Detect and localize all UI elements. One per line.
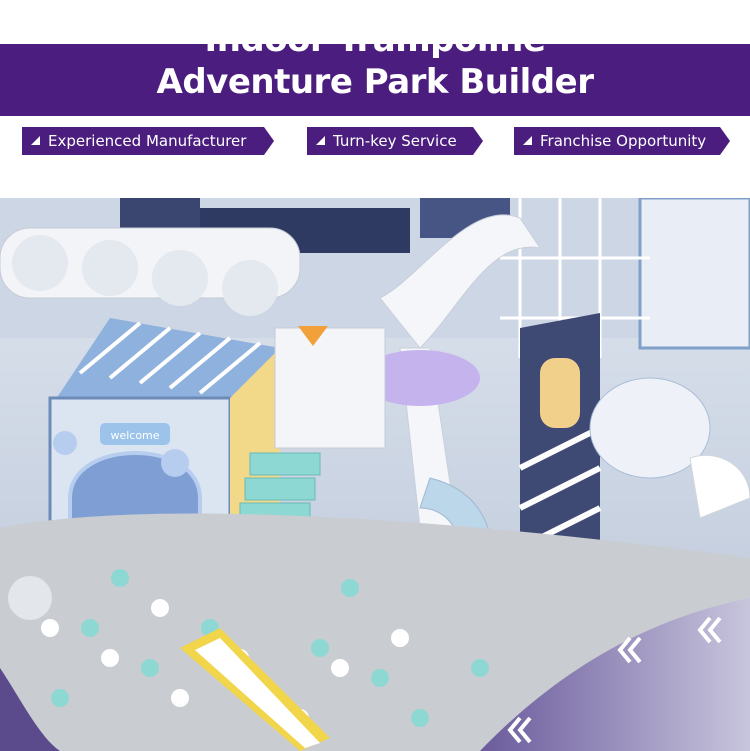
tower-frame [274, 327, 386, 449]
arrow-icon [316, 136, 325, 145]
tunnel-tubes [0, 227, 301, 316]
slide-top [379, 214, 542, 349]
round-tower [589, 377, 711, 479]
chevron-icon [507, 616, 722, 744]
tag-label: Turn-key Service [333, 132, 457, 150]
page-title-line1: Indoor Trampoline [204, 20, 546, 60]
floor-track [480, 598, 750, 751]
welcome-sign: welcome [110, 429, 159, 442]
header-banner [0, 44, 750, 116]
arrow-icon [31, 136, 40, 145]
arrow-icon [523, 136, 532, 145]
page-title-line2: Adventure Park Builder [156, 62, 594, 102]
tag-experienced-manufacturer: Experienced Manufacturer [22, 127, 274, 155]
warning-icon [298, 326, 328, 346]
tag-label: Experienced Manufacturer [48, 132, 247, 150]
yellow-toy [180, 628, 330, 751]
lilac-slide-section [360, 350, 480, 406]
tag-franchise-opportunity: Franchise Opportunity [514, 127, 730, 155]
tag-turnkey-service: Turn-key Service [307, 127, 483, 155]
tag-label: Franchise Opportunity [540, 132, 707, 150]
playground-illustration: welcome [0, 198, 750, 751]
